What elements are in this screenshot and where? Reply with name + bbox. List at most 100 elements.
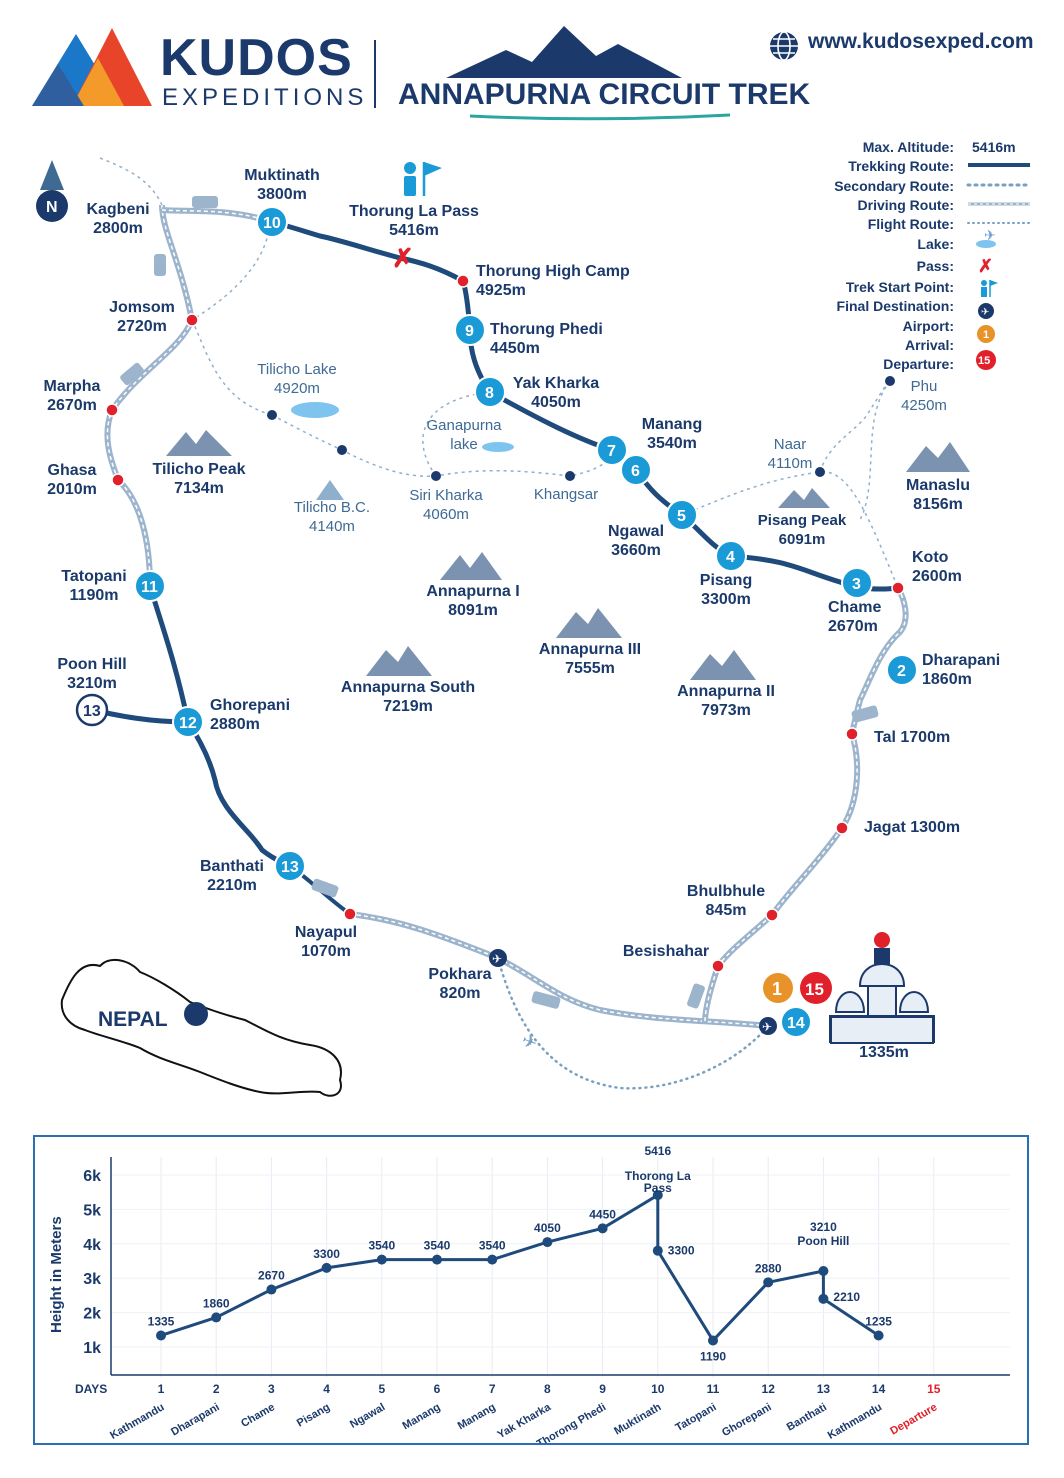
data-label: 5416 <box>644 1144 671 1158</box>
x-tick-day-1: 1 <box>158 1382 165 1396</box>
annapurna-1-peak-icon <box>440 552 502 580</box>
label-tal-1700m: Tal 1700m <box>874 728 950 747</box>
svg-text:11: 11 <box>141 579 158 596</box>
svg-text:13: 13 <box>281 859 299 876</box>
x-tick-day-5: 5 <box>378 1382 385 1396</box>
data-label: 3540 <box>424 1239 451 1253</box>
svg-text:10: 10 <box>263 215 281 232</box>
pass-icon: ✗ <box>978 256 993 276</box>
x-tick-day-13: 13 <box>817 1382 831 1396</box>
place-name: Khangsar <box>533 486 599 503</box>
legend-lake: Lake: <box>917 236 954 252</box>
x-tick-place: Dharapani <box>169 1401 222 1438</box>
trekking-route-west <box>147 583 293 869</box>
elevation-point <box>597 1223 608 1234</box>
legend-flight-route: Flight Route: <box>867 216 954 232</box>
brand-logo-mark <box>32 28 152 106</box>
elevation-point <box>321 1262 332 1273</box>
tent-icon <box>316 480 344 500</box>
x-tick-place: Pisang <box>295 1401 332 1429</box>
place-name: Jomsom <box>109 299 175 316</box>
svg-text:5: 5 <box>677 508 686 525</box>
x-tick-place: Kathmandu <box>108 1401 166 1442</box>
nepal-outline <box>60 958 342 1097</box>
thorung-pass-icon: ✗ <box>392 243 414 273</box>
day-marker-2: 2 <box>886 654 918 686</box>
day-marker-12: 12 <box>172 706 204 738</box>
annotation: Thorong La <box>625 1169 691 1183</box>
annapurna-3-peak-icon <box>556 608 622 638</box>
elevation-point <box>708 1335 718 1346</box>
x-tick-place: Kathmandu <box>826 1401 884 1442</box>
day-marker-4: 4 <box>715 540 747 572</box>
peak-icons <box>166 430 970 680</box>
x-tick-place: Manang <box>456 1401 498 1432</box>
place-name: Besishahar <box>622 943 710 960</box>
place-altitude: 3300m <box>701 591 751 608</box>
label-khangsar: Khangsar <box>534 485 598 504</box>
flight-route <box>496 956 770 1090</box>
place-altitude: 2800m <box>93 220 143 237</box>
place-name: Naar <box>773 436 807 453</box>
place-altitude: 7973m <box>701 702 751 719</box>
y-tick-label: 4k <box>83 1237 101 1254</box>
inset-country-label: NEPAL <box>98 1008 168 1031</box>
y-tick-label: 6k <box>83 1168 101 1185</box>
place-name: Marpha <box>43 378 101 395</box>
place-altitude: 1070m <box>301 943 351 960</box>
day-marker-3: 3 <box>841 567 873 599</box>
x-tick-place: Departure <box>888 1401 939 1437</box>
day-marker-7: 7 <box>596 434 628 466</box>
legend-pass: Pass: <box>916 258 954 274</box>
svg-text:14: 14 <box>787 1015 805 1032</box>
svg-text:6: 6 <box>631 463 640 480</box>
place-name: Annapurna III <box>538 641 642 658</box>
place-altitude: 2720m <box>117 318 167 335</box>
y-tick-label: 5k <box>83 1202 101 1219</box>
pisang-peak-icon <box>778 488 830 508</box>
place-altitude: 4110m <box>767 455 813 472</box>
elevation-point <box>763 1277 774 1288</box>
kathmandu-airport-icon: ✈ <box>759 1017 777 1035</box>
place-altitude: 1335m <box>859 1044 909 1061</box>
place-name: Tatopani <box>61 568 127 585</box>
data-label: 4450 <box>589 1207 616 1221</box>
x-tick-day-14: 14 <box>872 1382 886 1396</box>
minor-dots <box>267 376 895 481</box>
svg-text:2: 2 <box>897 663 906 680</box>
x-tick-day-9: 9 <box>599 1382 606 1396</box>
x-tick-place: Muktinath <box>612 1401 663 1438</box>
x-tick-place: Ghorepani <box>720 1401 774 1439</box>
place-name: Ganapurna <box>426 417 502 434</box>
website-link[interactable]: www.kudosexped.com <box>808 30 1034 53</box>
elevation-point <box>156 1330 166 1341</box>
svg-text:15: 15 <box>978 355 990 367</box>
legend-airport: Airport: <box>902 318 954 334</box>
x-tick-place: Chame <box>239 1401 277 1430</box>
tilicho-lake-icon <box>291 402 339 418</box>
jeep-icons <box>120 196 879 1009</box>
legend-trekking-route: Trekking Route: <box>848 158 954 174</box>
header-divider <box>374 40 376 108</box>
svg-text:4: 4 <box>726 549 735 566</box>
place-altitude: 3800m <box>257 186 307 203</box>
label-naar: Naar 4110m <box>768 435 813 473</box>
label-tilicho-b-c-: Tilicho B.C.4140m <box>294 498 370 536</box>
place-altitude: 4925m <box>476 282 526 299</box>
arrival-badge <box>763 973 793 1003</box>
stop-dots <box>105 274 905 973</box>
place-altitude: 2670m <box>47 397 97 414</box>
place-name: Phu <box>910 378 938 395</box>
globe-icon <box>770 31 798 61</box>
data-label: 2670 <box>258 1269 285 1283</box>
